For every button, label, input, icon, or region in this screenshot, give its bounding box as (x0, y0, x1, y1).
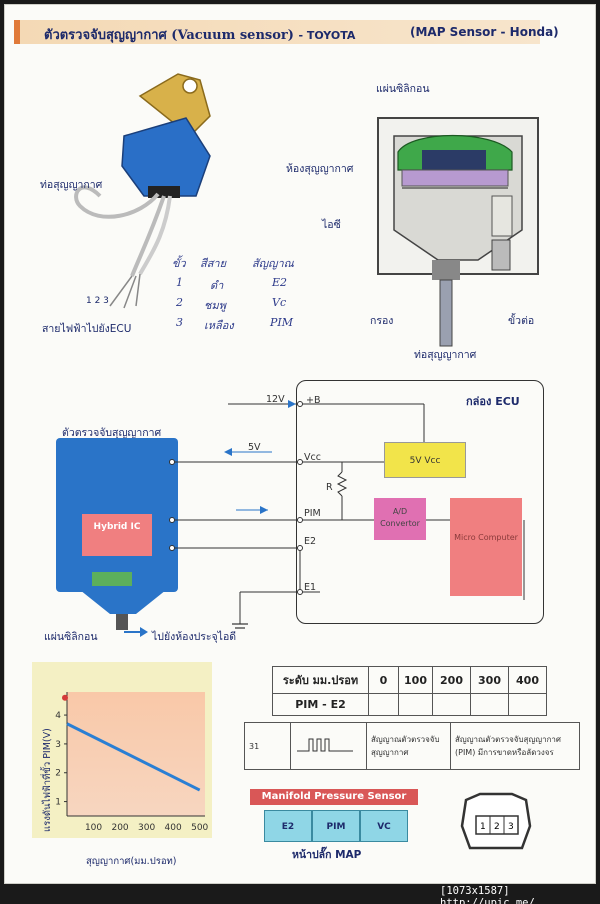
table-cell: ระดับ มม.ปรอท (272, 666, 369, 694)
long-desc-cell: สัญญาณตัวตรวจจับสุญญากาศ (PIM) มีการขาดห… (450, 722, 580, 770)
pin-12v: 12V (266, 394, 285, 405)
pin-e1: E1 (304, 582, 317, 593)
chart-x-tick-label: 300 (138, 823, 155, 833)
sensor-label: ตัวตรวจจับสุญญากาศ (62, 427, 162, 439)
chart-y-tick-label: 4 (55, 711, 61, 721)
map-pin-row: E2 PIM VC (264, 810, 408, 842)
table-cell (508, 693, 547, 716)
table-cell (368, 693, 399, 716)
ic-label: ไอซี (322, 219, 341, 231)
map-pin: E2 (264, 810, 312, 842)
pin-e2: E2 (304, 536, 317, 547)
hand-cell: Vc (272, 296, 287, 309)
table-cell: 0 (368, 666, 399, 694)
hand-cell: PIM (270, 316, 294, 329)
connector-face-icon: 1 2 3 (460, 792, 532, 850)
micro-computer-block: Micro Computer (450, 498, 522, 596)
code-cell: 31 (244, 722, 291, 770)
resistor-label: R (326, 482, 333, 493)
pin-vcc: Vcc (304, 452, 321, 463)
connector-pin-label: 3 (508, 822, 514, 832)
title-brand: - TOYOTA (298, 29, 356, 42)
map-pin: VC (360, 810, 408, 842)
chart-x-tick-label: 200 (111, 823, 128, 833)
vacuum-tube-label: ท่อสุญญากาศ (40, 179, 103, 191)
chart-series-line (66, 722, 201, 792)
chart-x-tick-label: 500 (191, 823, 208, 833)
map-pin: PIM (312, 810, 360, 842)
vacuum-chamber-label: ห้องสุญญากาศ (286, 163, 354, 175)
silicon-chip-bottom-label: แผ่นซิลิกอน (44, 631, 98, 643)
silicon-chip-label: แผ่นซิลิกอน (376, 83, 430, 95)
pin-5v: 5V (248, 442, 261, 453)
hand-cell: 1 (176, 276, 183, 289)
connector-label: ขั้วต่อ (508, 315, 535, 327)
hybrid-ic: Hybrid IC (82, 514, 152, 556)
table-cell (470, 693, 509, 716)
table-cell (398, 693, 433, 716)
table-row: PIM - E2 (272, 693, 547, 716)
table-cell: 300 (470, 666, 509, 694)
chart-xlabel: สุญญากาศ(มม.ปรอท) (86, 856, 177, 867)
chart-x-tick-label: 100 (85, 823, 102, 833)
wire-to-ecu-label: สายไฟฟ้าไปยังECU (42, 323, 132, 335)
chart-y-tick-label: 1 (55, 798, 61, 808)
sensor-cross-section (377, 117, 539, 347)
table-row: ระดับ มม.ปรอท 0 100 200 300 400 (272, 666, 547, 694)
waveform-icon (297, 738, 353, 752)
hand-cell: สัญญาณ (252, 257, 294, 270)
table-cell: 200 (432, 666, 471, 694)
sensor-chip (92, 572, 132, 586)
hand-cell: ขั้ว (172, 257, 186, 270)
hand-cell: สีสาย (200, 257, 227, 270)
table-row: 31 สัญญาณตัวตรวจจับ สุญญากาศ สัญญาณตัวตร… (244, 722, 580, 770)
hand-cell: E2 (272, 276, 288, 289)
table-cell: 400 (508, 666, 547, 694)
hand-cell: 2 (176, 296, 183, 309)
manifold-title: Manifold Pressure Sensor (250, 789, 418, 805)
short-desc-cell: สัญญาณตัวตรวจจับ สุญญากาศ (366, 722, 451, 770)
chart-y-tick-label: 3 (55, 740, 61, 750)
title-bar (14, 20, 540, 44)
chart-x-tick-label: 400 (165, 823, 182, 833)
connector-pin-label: 1 (480, 822, 486, 832)
vacuum-tube-bottom-label: ท่อสุญญากาศ (414, 349, 477, 361)
title-thai: ตัวตรวจจับสุญญากาศ (44, 28, 167, 43)
pin-pim: PIM (304, 508, 321, 519)
table-cell (432, 693, 471, 716)
chart-max-marker (62, 694, 68, 701)
table-cell: PIM - E2 (272, 693, 369, 716)
adc-block: A/D Convertor (374, 498, 426, 540)
sensor-port (80, 590, 166, 630)
waveform-cell (290, 722, 367, 770)
pin-b: +B (306, 395, 321, 406)
sensor-illustration (74, 73, 211, 309)
ecu-box-label: กล่อง ECU (466, 395, 520, 408)
diagnostic-code-table: 31 สัญญาณตัวตรวจจับ สุญญากาศ สัญญาณตัวตร… (244, 722, 580, 770)
footer-watermark: [1073x1587] http://upic.me/ (440, 885, 535, 904)
to-intake-label: ไปยังห้องประจุไอดี (152, 631, 237, 643)
page-subtitle: (MAP Sensor - Honda) (410, 25, 559, 39)
table-cell: 100 (398, 666, 433, 694)
wire-numbers: 1 2 3 (86, 296, 109, 306)
plug-label: หน้าปลั๊ก MAP (292, 849, 362, 861)
hand-cell: เหลือง (204, 319, 234, 332)
pressure-table: ระดับ มม.ปรอท 0 100 200 300 400 PIM - E2 (272, 666, 547, 716)
hand-cell: ชมพู (204, 299, 226, 312)
chart-y-tick-label: 2 (55, 769, 61, 779)
filter-label: กรอง (370, 315, 394, 327)
sv-vcc-block: 5V Vcc (384, 442, 466, 478)
graph-plot-area (67, 692, 205, 816)
title-english: (Vacuum sensor) (171, 28, 294, 43)
page-title: ตัวตรวจจับสุญญากาศ (Vacuum sensor) - TOY… (44, 24, 355, 45)
hand-cell: 3 (176, 316, 183, 329)
connector-pin-label: 2 (494, 822, 500, 832)
ecu-box (296, 380, 544, 624)
hand-cell: ดำ (210, 279, 224, 292)
chart-ylabel: แรงดันไฟฟ้าที่ขั้ว PIM(V) (42, 728, 53, 832)
